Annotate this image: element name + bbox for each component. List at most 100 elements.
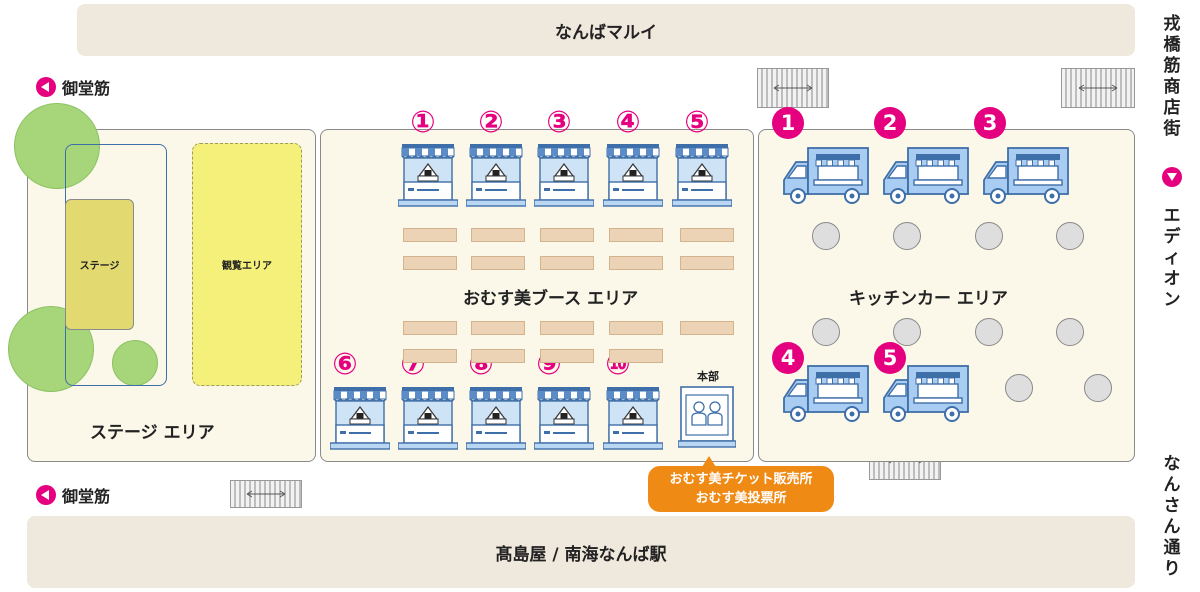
seating-table [893, 222, 921, 250]
bench [403, 228, 457, 242]
crosswalk [1061, 68, 1135, 108]
vertical-char: ィ [1163, 248, 1181, 268]
midosuji-label-bottom: 御堂筋 [36, 483, 110, 507]
ticket-sales-label: おむす美チケット販売所 [669, 472, 813, 487]
viewing-area-label: 観覧エリア [222, 261, 272, 272]
booth-area-title: おむす美ブース エリア [463, 289, 639, 309]
nansan-street-label: なんさん通り [1160, 454, 1184, 580]
edion-label: エディオン [1160, 206, 1184, 311]
onigiri-booth-icon [330, 385, 390, 451]
onigiri-booth-icon [534, 385, 594, 451]
bench [609, 256, 663, 270]
vertical-char: 商 [1163, 77, 1181, 97]
onigiri-booth-icon [398, 142, 458, 208]
seating-table [1084, 374, 1112, 402]
kitchen-car-icon [980, 142, 1072, 208]
booth-number-6: ⑥ [332, 347, 358, 382]
vertical-char: ん [1163, 517, 1181, 537]
vertical-char: 店 [1163, 98, 1181, 118]
crosswalk [757, 68, 829, 108]
seating-table [893, 318, 921, 346]
booth-number-5: ⑤ [684, 105, 710, 140]
stage-label: ステージ [79, 261, 120, 272]
onigiri-booth-icon [534, 142, 594, 208]
vertical-char: 街 [1163, 119, 1181, 139]
double-arrow-icon [1077, 84, 1119, 92]
bench [540, 228, 594, 242]
vertical-char: さ [1163, 496, 1181, 516]
kitchen-car-number-3: 3 [974, 107, 1006, 139]
bench [540, 321, 594, 335]
onigiri-booth-icon [466, 142, 526, 208]
bench [540, 349, 594, 363]
vertical-char: り [1163, 559, 1181, 579]
vertical-char: デ [1163, 227, 1181, 247]
seating-table [975, 318, 1003, 346]
stage: ステージ [65, 199, 134, 330]
bench [403, 256, 457, 270]
bench [403, 321, 457, 335]
midosuji-text-bottom: 御堂筋 [62, 487, 111, 506]
double-arrow-icon [245, 490, 287, 498]
kitchen-car-number-5: 5 [874, 342, 906, 374]
kitchen-car-icon [880, 142, 972, 208]
seating-table [1056, 318, 1084, 346]
seating-table [812, 222, 840, 250]
direction-arrow-icon [36, 77, 56, 97]
viewing-area: 観覧エリア [192, 143, 302, 386]
top-road-marui: なんばマルイ [77, 4, 1135, 56]
vertical-char: 戎 [1163, 14, 1181, 34]
kitchen-car-number-1: 1 [772, 107, 804, 139]
ticket-sales-callout: おむす美チケット販売所 おむす美投票所 [648, 456, 834, 512]
booth-number-4: ④ [615, 105, 641, 140]
bench [471, 256, 525, 270]
bench [680, 321, 734, 335]
vertical-char: エ [1163, 206, 1181, 226]
kitchen-car-icon [780, 142, 872, 208]
vertical-char: 通 [1163, 538, 1181, 558]
hq-label: 本部 [697, 370, 719, 383]
ebisubashi-street-label: 戎橋筋商店街 [1160, 14, 1184, 140]
midosuji-label-top: 御堂筋 [36, 75, 110, 99]
onigiri-booth-icon [603, 385, 663, 451]
onigiri-booth-icon [466, 385, 526, 451]
booth-number-3: ③ [546, 105, 572, 140]
onigiri-booth-icon [603, 142, 663, 208]
bottom-road-label: 髙島屋 / 南海なんば駅 [495, 544, 667, 565]
midosuji-text-top: 御堂筋 [62, 79, 111, 98]
onigiri-booth-icon [398, 385, 458, 451]
bench [471, 228, 525, 242]
seating-table [1005, 374, 1033, 402]
vertical-char: ン [1163, 290, 1181, 310]
tree-icon [14, 103, 100, 189]
direction-arrow-icon [36, 485, 56, 505]
voting-place-label: おむす美投票所 [695, 491, 787, 506]
onigiri-booth-icon [672, 142, 732, 208]
bench [680, 228, 734, 242]
bench [471, 349, 525, 363]
vertical-char: ん [1163, 475, 1181, 495]
bench [403, 349, 457, 363]
bench [680, 256, 734, 270]
bench [540, 256, 594, 270]
double-arrow-icon [772, 84, 814, 92]
booth-number-1: ① [410, 105, 436, 140]
bench [609, 349, 663, 363]
vertical-char: な [1163, 454, 1181, 474]
seating-table [975, 222, 1003, 250]
kitchen-car-area-title: キッチンカー エリア [849, 289, 1008, 309]
top-road-label: なんばマルイ [555, 22, 657, 43]
booth-number-2: ② [478, 105, 504, 140]
bottom-road-takashimaya: 髙島屋 / 南海なんば駅 [27, 516, 1135, 588]
bench [609, 321, 663, 335]
vertical-char: 筋 [1163, 56, 1181, 76]
crosswalk [230, 480, 302, 508]
stage-area-title: ステージ エリア [90, 423, 215, 443]
vertical-char: オ [1163, 269, 1181, 289]
kitchen-car-number-2: 2 [874, 107, 906, 139]
bench [471, 321, 525, 335]
direction-arrow-icon [1162, 167, 1182, 187]
kitchen-car-number-4: 4 [772, 342, 804, 374]
bench [609, 228, 663, 242]
seating-table [812, 318, 840, 346]
